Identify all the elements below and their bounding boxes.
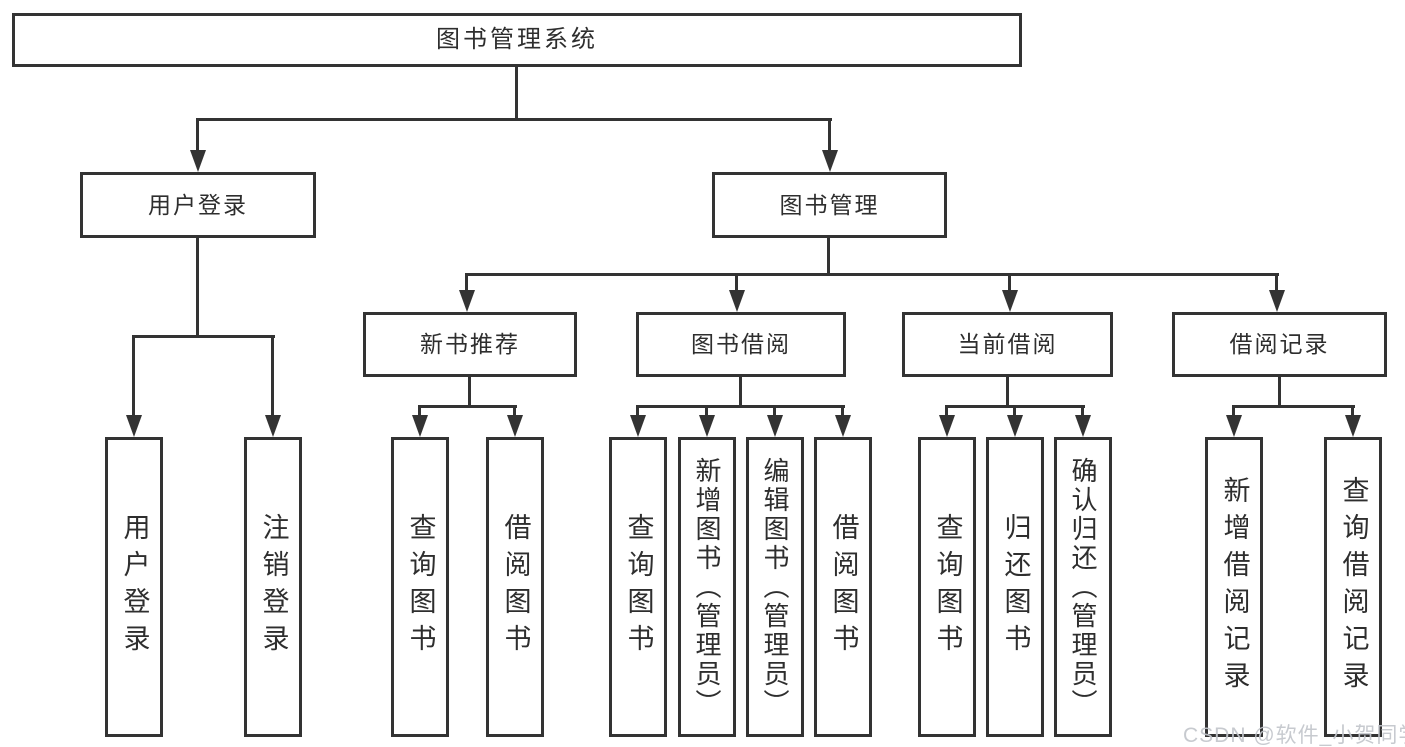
connector-drop [1232,405,1235,419]
connector-arrowhead [1007,415,1023,437]
node-label: 查询图书 [405,513,436,661]
connector-drop [841,405,844,419]
node-query-books-current: 查询图书 [918,437,976,737]
node-borrow-books: 借阅图书 [814,437,872,737]
connector-arrowhead [822,150,838,172]
node-new-book-recommend: 新书推荐 [363,312,577,377]
connector-arrowhead [126,415,142,437]
connector-group-rail [1232,405,1355,408]
node-label: 图书管理 [779,191,880,218]
connector-login-rail [132,335,275,338]
node-confirm-return-admin: 确认归还（管理员） [1054,437,1112,737]
node-edit-books-admin: 编辑图书（管理员） [746,437,804,737]
connector-drop [465,273,468,293]
connector-drop [1275,273,1278,293]
connector-arrowhead [835,415,851,437]
node-label: 查询图书 [932,513,963,661]
node-user-login: 用户登录 [105,437,163,737]
node-label: 借阅图书 [828,513,859,661]
node-label: 借阅图书 [500,513,531,661]
node-label: 用户登录 [148,191,248,218]
connector-drop-login [196,118,199,152]
connector-group-stem [1278,377,1281,408]
connector-level3-rail [465,273,1279,276]
node-label: 确认归还（管理员） [1068,456,1098,718]
node-label: 查询图书 [623,513,654,661]
connector-drop [1081,405,1084,419]
node-root: 图书管理系统 [12,13,1022,67]
node-logout: 注销登录 [244,437,302,737]
node-label: 查询借阅记录 [1338,476,1369,698]
connector-arrowhead [729,290,745,312]
connector-drop [705,405,708,419]
connector-group-rail [636,405,845,408]
connector-login-stem [196,238,199,338]
node-book-borrowing: 图书借阅 [636,312,846,377]
node-add-books-admin: 新增图书（管理员） [678,437,736,737]
connector-arrowhead [1345,415,1361,437]
connector-drop [418,405,421,419]
node-label: 用户登录 [119,513,150,661]
connector-drop [945,405,948,419]
node-label: 借阅记录 [1229,331,1330,357]
node-book-management-branch: 图书管理 [712,172,947,238]
connector-arrowhead [1002,290,1018,312]
connector-root-stem [515,67,518,121]
node-label: 新增借阅记录 [1219,476,1250,698]
node-query-borrow-record: 查询借阅记录 [1324,437,1382,737]
node-user-login-branch: 用户登录 [80,172,316,238]
node-label: 归还图书 [1000,513,1031,661]
node-label: 编辑图书（管理员） [760,456,790,718]
connector-arrowhead [190,150,206,172]
node-return-books: 归还图书 [986,437,1044,737]
connector-drop [773,405,776,419]
connector-drop [735,273,738,293]
node-label: 图书借阅 [691,331,791,357]
connector-arrowhead [507,415,523,437]
connector-group-stem [1006,377,1009,408]
connector-drop [271,335,274,419]
connector-arrowhead [1226,415,1242,437]
connector-arrowhead [412,415,428,437]
connector-arrowhead [939,415,955,437]
connector-arrowhead [1075,415,1091,437]
connector-drop [513,405,516,419]
connector-group-stem [739,377,742,408]
connector-arrowhead [699,415,715,437]
connector-drop [636,405,639,419]
connector-manage-stem [827,238,830,276]
node-query-books-borrow: 查询图书 [609,437,667,737]
watermark: CSDN @软件_小贺同学 [1183,724,1405,747]
connector-group-stem [468,377,471,408]
connector-group-rail [418,405,517,408]
connector-arrowhead [630,415,646,437]
node-query-books-recommend: 查询图书 [391,437,449,737]
node-add-borrow-record: 新增借阅记录 [1205,437,1263,737]
node-label: 新增图书（管理员） [692,456,722,718]
node-borrowing-records: 借阅记录 [1172,312,1387,377]
node-label: 当前借阅 [957,331,1058,357]
connector-drop [132,335,135,419]
node-label: 新书推荐 [420,331,520,357]
connector-level2-rail [196,118,832,121]
connector-drop [1008,273,1011,293]
node-label: 注销登录 [258,513,289,661]
connector-drop [1351,405,1354,419]
connector-arrowhead [265,415,281,437]
connector-arrowhead [767,415,783,437]
connector-arrowhead [1269,290,1285,312]
node-borrow-books-recommend: 借阅图书 [486,437,544,737]
node-label: 图书管理系统 [436,26,598,53]
node-current-borrowing: 当前借阅 [902,312,1113,377]
connector-arrowhead [459,290,475,312]
connector-drop-manage [828,118,831,152]
connector-drop [1013,405,1016,419]
